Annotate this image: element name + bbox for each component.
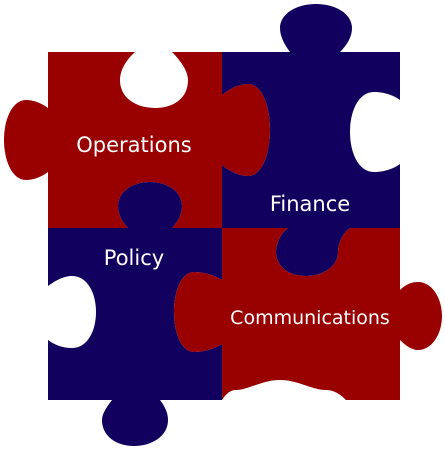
label-operations: Operations xyxy=(76,133,191,157)
piece-operations xyxy=(4,52,270,228)
piece-communications xyxy=(174,228,442,400)
label-finance: Finance xyxy=(270,192,350,216)
label-policy: Policy xyxy=(104,246,164,270)
label-communications: Communications xyxy=(230,307,390,329)
piece-finance xyxy=(222,4,400,276)
piece-policy xyxy=(48,182,222,446)
